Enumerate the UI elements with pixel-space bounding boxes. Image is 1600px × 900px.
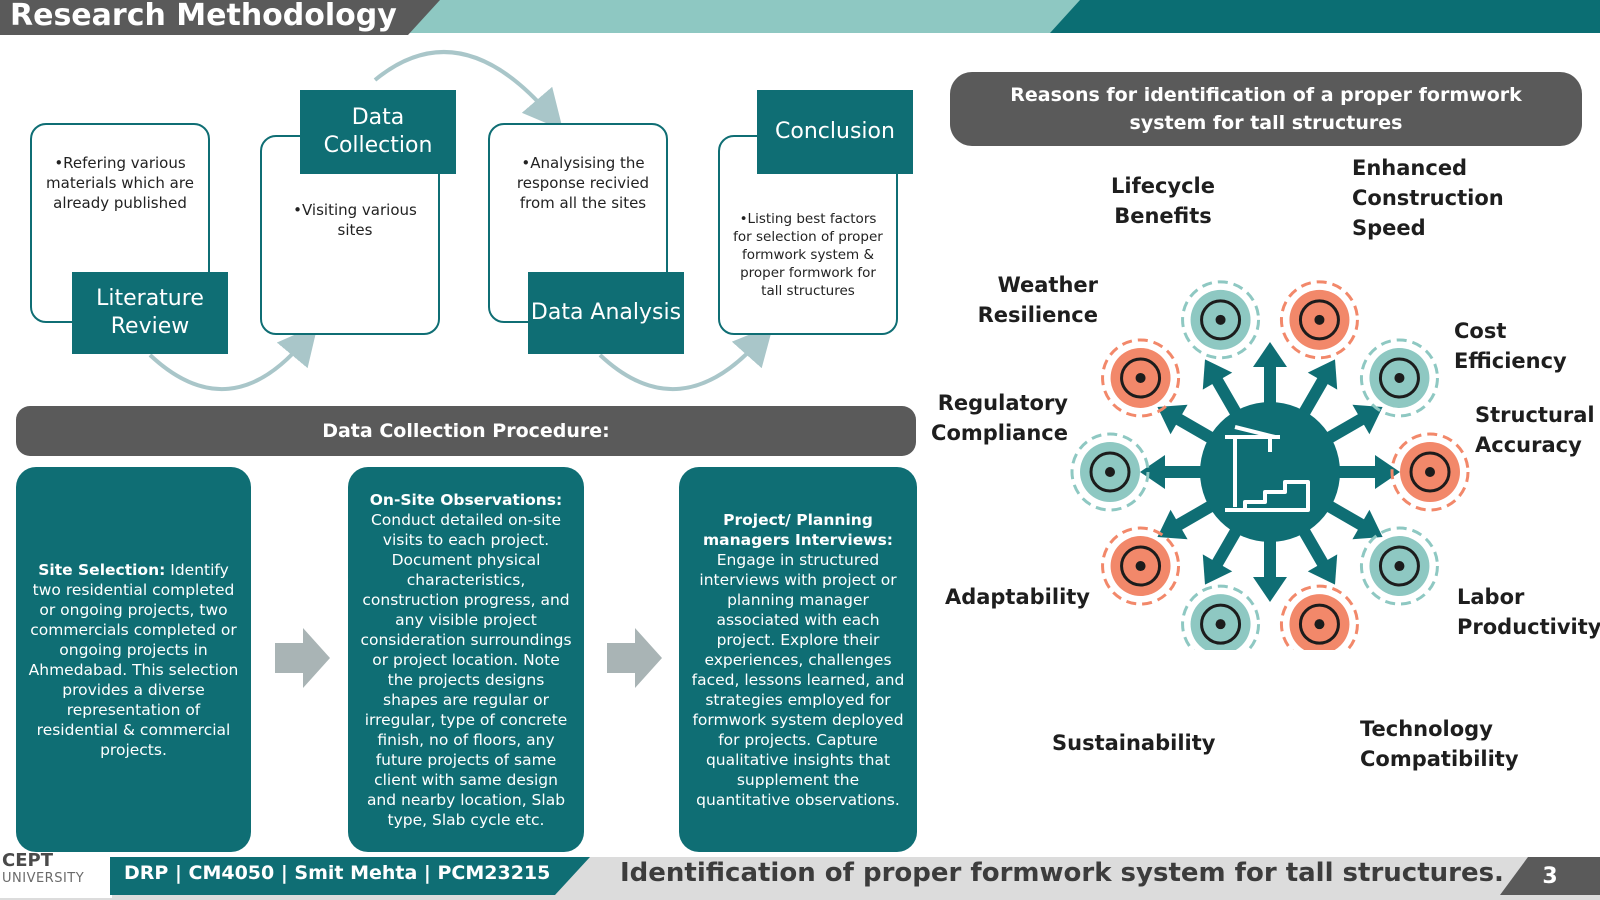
spoke-arrow: [1253, 532, 1287, 602]
label-adaptability: Adaptability: [944, 585, 1090, 609]
header-accent: [1050, 0, 1600, 33]
label-structural: Structural Accuracy: [1475, 403, 1595, 457]
recycle-leaf-icon: [1181, 584, 1261, 650]
onsite-observations-card: On-Site Observations: Conduct detailed o…: [348, 467, 584, 852]
crane-building-icon: [1225, 425, 1310, 512]
cept-logo: CEPT UNIVERSITY: [0, 852, 112, 898]
arrow-lit-to-collection: [148, 324, 318, 392]
footer-course-bg: [110, 857, 590, 895]
conclusion-bullet: •Listing best factors for selection of p…: [733, 211, 883, 299]
running-person-icon: [1279, 280, 1359, 360]
interviews-card: Project/ Planning managers Interviews: E…: [679, 467, 917, 852]
arrow-right-icon: [607, 628, 662, 688]
site-selection-heading: Site Selection:: [38, 560, 166, 579]
label-speed: Enhanced Construction Speed: [1352, 156, 1504, 240]
label-weather: Weather Resilience: [977, 273, 1098, 327]
spoke-arrow: [1140, 455, 1210, 489]
reasons-title: Reasons for identification of a proper f…: [950, 72, 1582, 146]
label-labor: Labor Productivity: [1457, 585, 1600, 639]
data-collection-box: Data Collection: [300, 90, 456, 174]
arrow-analysis-to-conclusion: [598, 325, 774, 392]
arrow-collection-to-analysis: [373, 50, 564, 131]
footer-course: DRP | CM4050 | Smit Mehta | PCM23215: [124, 862, 551, 884]
conclusion-box: Conclusion: [757, 90, 913, 174]
data-analysis-box: Data Analysis: [528, 272, 684, 354]
label-cost: Cost Efficiency: [1454, 319, 1567, 373]
procedure-title: Data Collection Procedure:: [16, 406, 916, 456]
interviews-text: Engage in structured interviews with pro…: [691, 550, 905, 809]
dome-building-icon: [1101, 526, 1181, 606]
flow-arrows: [148, 50, 774, 392]
label-sustainability: Sustainability: [1052, 731, 1216, 755]
site-selection-text: Identify two residential completed or on…: [28, 560, 239, 759]
analysis-bullet: •Analysising the response recivied from …: [516, 153, 650, 212]
clipboard-check-icon: [1070, 432, 1150, 512]
calculator-icon: [1359, 338, 1439, 418]
worker-icon: [1359, 526, 1439, 606]
label-technology: Technology Compatibility: [1360, 717, 1519, 771]
calendar-dollar-icon: [1181, 280, 1261, 360]
interviews-heading: Project/ Planning managers Interviews:: [702, 510, 894, 549]
header-title-bg: [0, 0, 440, 35]
shield-drop-icon: [1101, 338, 1181, 418]
collection-bullet: •Visiting various sites: [293, 201, 417, 239]
onsite-heading: On-Site Observations:: [369, 490, 563, 509]
logo-line1: CEPT: [2, 850, 53, 871]
building-measure-icon: [1390, 432, 1470, 512]
footer-topic: Identification of proper formwork system…: [620, 858, 1504, 888]
reasons-wheel: [1070, 280, 1470, 650]
literature-bullet: •Refering various materials which are al…: [46, 153, 194, 212]
tablet-chart-icon: [1279, 584, 1359, 650]
label-regulatory: Regulatory Compliance: [931, 391, 1068, 445]
site-selection-card: Site Selection: Identify two residential…: [16, 467, 251, 852]
onsite-text: Conduct detailed on-site visits to each …: [360, 510, 572, 829]
literature-review-box: Literature Review: [72, 272, 228, 354]
wheel-hub: [1200, 402, 1340, 542]
spoke-arrow: [1253, 342, 1287, 412]
label-lifecycle: Lifecycle Benefits: [1111, 174, 1215, 228]
arrow-right-icon: [275, 628, 330, 688]
logo-line2: UNIVERSITY: [2, 871, 85, 886]
page-title: Research Methodology: [10, 0, 397, 33]
spoke-arrow: [1330, 455, 1400, 489]
